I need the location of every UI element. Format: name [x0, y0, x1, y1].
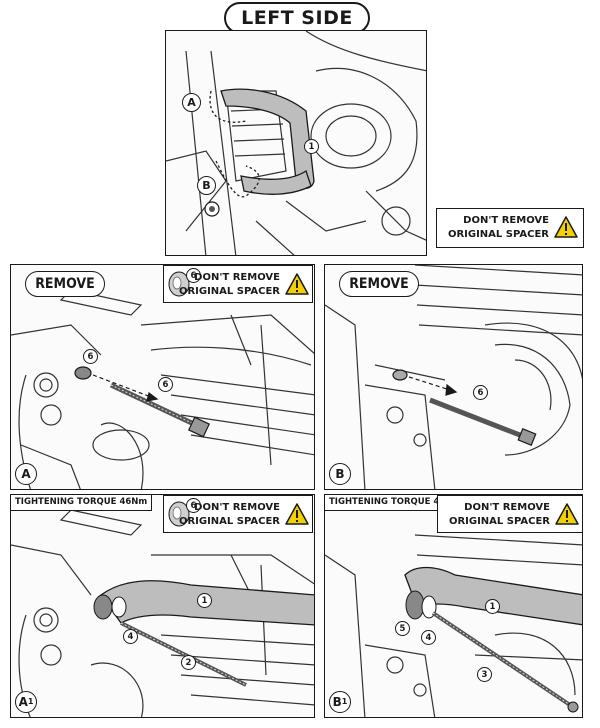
panel-b1-drawing: [325, 534, 582, 717]
warning-triangle-icon: [285, 503, 309, 525]
callout-a: A: [182, 93, 201, 112]
warning-triangle-icon: [555, 503, 579, 525]
motorcycle-left-side-drawing: [166, 31, 426, 255]
callout-5: 5: [395, 621, 410, 636]
spacer-icon: [168, 271, 190, 297]
panel-label-b: B: [329, 463, 351, 485]
warning-line1: DON'T REMOVE: [194, 272, 280, 283]
overview-illustration: A B 1: [165, 30, 427, 256]
callout-2: 2: [181, 655, 196, 670]
remove-label: REMOVE: [25, 271, 105, 297]
callout-3: 3: [477, 667, 492, 682]
callout-6: 6: [186, 268, 201, 283]
warning-note-a: 6 DON'T REMOVE ORIGINAL SPACER: [163, 265, 313, 303]
warning-line2: ORIGINAL SPACER: [178, 286, 280, 297]
warning-line1: DON'T REMOVE: [463, 215, 549, 226]
callout-4: 4: [123, 629, 138, 644]
callout-6: 6: [158, 377, 173, 392]
warning-line2: ORIGINAL SPACER: [448, 516, 550, 527]
panel-a-drawing: [11, 289, 314, 489]
panel-a1: TIGHTENING TORQUE 46Nm 6 DON'T REMOVE OR…: [10, 494, 315, 718]
panel-label-a: A: [15, 463, 37, 485]
callout-6: 6: [83, 349, 98, 364]
panel-b1: TIGHTENING TORQUE 46Nm DON'T REMOVE ORIG…: [324, 494, 583, 718]
callout-1: 1: [304, 139, 319, 154]
callout-6: 6: [186, 498, 201, 513]
warning-note-b1: DON'T REMOVE ORIGINAL SPACER: [437, 495, 582, 533]
panel-b: REMOVE 6 B: [324, 264, 583, 490]
callout-b: B: [197, 176, 216, 195]
callout-4: 4: [421, 630, 436, 645]
warning-triangle-icon: [285, 273, 309, 295]
warning-line2: ORIGINAL SPACER: [447, 229, 549, 240]
warning-note-b: DON'T REMOVE ORIGINAL SPACER: [436, 208, 584, 248]
callout-1: 1: [485, 599, 500, 614]
warning-line2: ORIGINAL SPACER: [178, 516, 280, 527]
callout-6: 6: [473, 385, 488, 400]
warning-line1: DON'T REMOVE: [194, 502, 280, 513]
warning-triangle-icon: [554, 216, 578, 238]
page-title: LEFT SIDE: [224, 2, 370, 34]
torque-label: TIGHTENING TORQUE 46Nm: [11, 495, 153, 511]
callout-1: 1: [197, 593, 212, 608]
warning-note-a1: 6 DON'T REMOVE ORIGINAL SPACER: [163, 495, 313, 533]
warning-line1: DON'T REMOVE: [464, 502, 550, 513]
spacer-icon: [168, 501, 190, 527]
panel-b-drawing: [325, 265, 582, 489]
remove-label: REMOVE: [339, 271, 419, 297]
panel-a: REMOVE 6 DON'T REMOVE ORIGINAL SPACER 6 …: [10, 264, 315, 490]
